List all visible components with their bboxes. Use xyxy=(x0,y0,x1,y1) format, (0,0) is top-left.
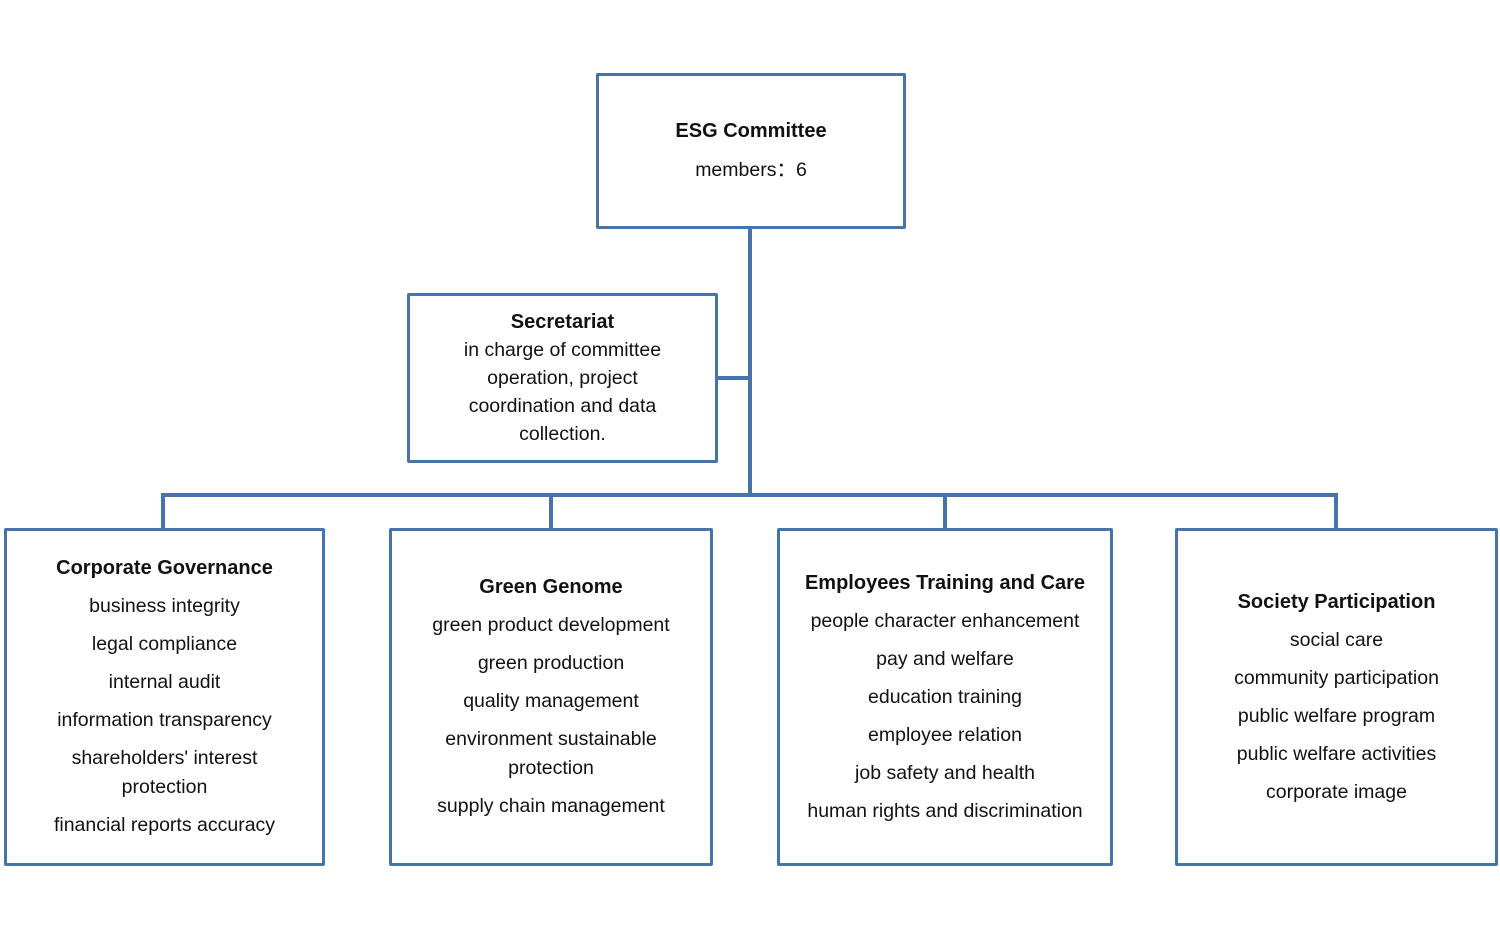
node-esg-committee: ESG Committee members：6 xyxy=(596,73,906,229)
dept-item: pay and welfare xyxy=(876,647,1014,670)
dept-item: supply chain management xyxy=(437,795,665,817)
dept-item: business integrity xyxy=(89,595,240,617)
dept-item: people character enhancement xyxy=(810,609,1080,632)
node-corporate-governance: Corporate Governance business integrity … xyxy=(4,528,325,866)
dept-title: Employees Training and Care xyxy=(804,571,1086,594)
connector-stub-green-genome xyxy=(549,495,553,529)
dept-item: employee relation xyxy=(868,723,1022,746)
node-society-participation: Society Participation social care commun… xyxy=(1175,528,1498,866)
connector-stub-corporate-governance xyxy=(161,495,165,529)
node-green-genome: Green Genome green product development g… xyxy=(389,528,713,866)
connector-stub-society-participation xyxy=(1334,495,1338,529)
dept-title: Society Participation xyxy=(1237,590,1436,613)
node-employees-training-and-care: Employees Training and Care people chara… xyxy=(777,528,1113,866)
esg-committee-title: ESG Committee xyxy=(675,120,827,142)
esg-committee-members-count: members：6 xyxy=(695,158,807,181)
connector-root-vertical xyxy=(748,227,752,495)
dept-title: Green Genome xyxy=(479,576,623,598)
connector-stub-employees-training xyxy=(943,495,947,529)
secretariat-description: in charge of committee operation, projec… xyxy=(463,339,662,445)
dept-item: community participation xyxy=(1234,666,1439,689)
dept-item: financial reports accuracy xyxy=(53,814,276,836)
dept-item: job safety and health xyxy=(855,761,1035,784)
dept-item: public welfare program xyxy=(1237,704,1436,727)
dept-item: public welfare activities xyxy=(1236,742,1437,765)
dept-item: education training xyxy=(868,685,1022,708)
dept-title: Corporate Governance xyxy=(56,557,273,579)
dept-item: environment sustainable protection xyxy=(445,728,657,779)
dept-item: social care xyxy=(1289,628,1384,651)
dept-item: legal compliance xyxy=(91,633,238,655)
dept-item: internal audit xyxy=(108,671,221,693)
connector-secretariat-branch xyxy=(716,376,750,380)
dept-item: green product development xyxy=(432,614,670,636)
node-secretariat: Secretariat in charge of committee opera… xyxy=(407,293,718,463)
dept-item: human rights and discrimination xyxy=(807,799,1083,822)
dept-item: green production xyxy=(477,652,625,674)
secretariat-title: Secretariat xyxy=(510,311,615,333)
dept-item: information transparency xyxy=(57,709,272,731)
connector-horizontal-bus xyxy=(161,493,1338,497)
dept-item: shareholders' interest protection xyxy=(71,747,258,798)
dept-item: quality management xyxy=(463,690,639,712)
dept-item: corporate image xyxy=(1266,780,1407,803)
